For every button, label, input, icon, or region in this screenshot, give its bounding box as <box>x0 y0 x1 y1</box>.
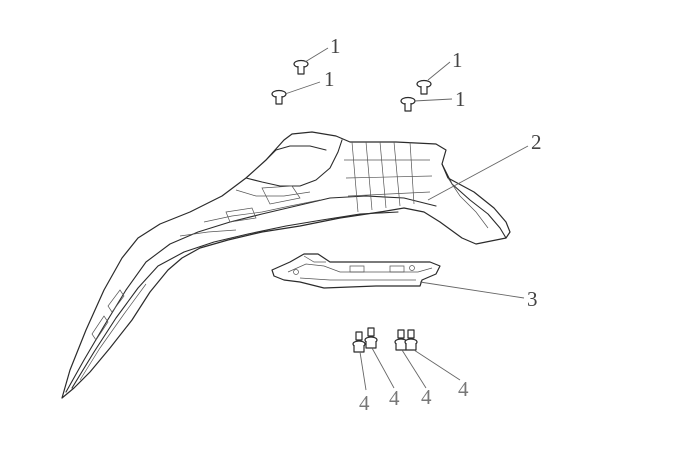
bracket-plate-part <box>271 253 441 289</box>
leader-1b <box>284 81 321 95</box>
leader-3 <box>419 281 525 299</box>
leader-1a <box>304 47 329 63</box>
callout-4c: 4 <box>421 385 432 409</box>
callout-4b: 4 <box>389 386 400 410</box>
leader-1c <box>427 61 451 81</box>
screw-1a <box>293 59 309 75</box>
leader-2 <box>427 145 529 201</box>
bolt-4b <box>364 327 378 349</box>
fender-cover-part <box>61 131 511 399</box>
callout-3: 3 <box>527 287 538 311</box>
leader-4b <box>371 347 395 389</box>
leader-4d <box>413 349 461 381</box>
leader-4c <box>401 349 427 389</box>
callout-4d: 4 <box>458 377 469 401</box>
callout-1b: 1 <box>324 67 335 91</box>
screw-1c <box>416 79 432 95</box>
callout-1a: 1 <box>330 34 341 58</box>
bolt-4a <box>352 331 366 353</box>
callout-2: 2 <box>531 130 542 154</box>
bolt-4c <box>394 329 408 351</box>
callout-1d: 1 <box>455 87 466 111</box>
bolt-4d <box>404 329 418 351</box>
leader-1d <box>413 98 453 102</box>
leader-4a <box>359 351 367 391</box>
screw-1b <box>271 89 287 105</box>
screw-1d <box>400 96 416 112</box>
callout-4a: 4 <box>359 391 370 415</box>
callout-1c: 1 <box>452 48 463 72</box>
